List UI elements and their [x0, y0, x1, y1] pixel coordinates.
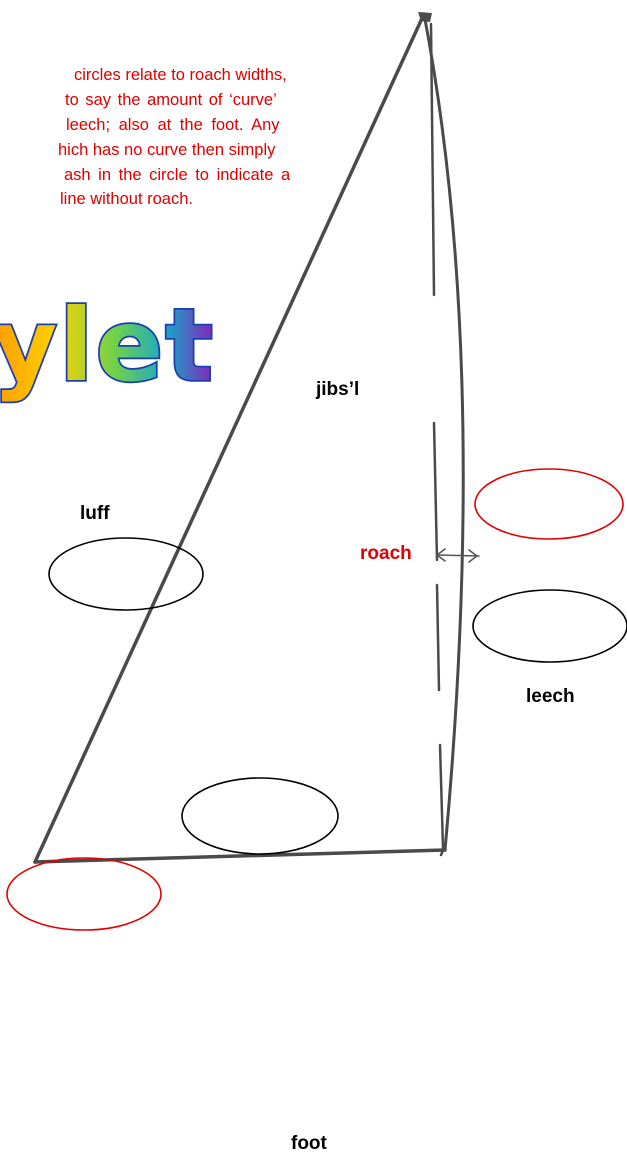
leech-straight-reference — [429, 22, 447, 857]
note-line-6: line without roach. — [60, 190, 193, 208]
foot-left-circle[interactable] — [6, 857, 162, 931]
brand-wordmark: ylet — [0, 287, 215, 404]
luff-circle[interactable] — [48, 537, 204, 611]
instruction-note: circles relate to roach widths, to say t… — [0, 64, 326, 224]
note-line-5: ash in the circle to indicate a — [64, 166, 291, 184]
luff-label: luff — [80, 503, 110, 524]
sail-foot-line — [33, 848, 447, 864]
sail-name-label: jibs’l — [316, 379, 360, 400]
foot-right-circle[interactable] — [181, 777, 339, 855]
note-line-4: hich has no curve then simply — [58, 141, 276, 159]
sail-head — [418, 12, 432, 22]
foot-label: foot — [291, 1133, 327, 1154]
note-line-3: leech; also at the foot. Any — [66, 116, 280, 134]
leech-label: leech — [526, 686, 575, 707]
roach-label: roach — [360, 543, 412, 564]
roach-arrow — [435, 548, 480, 563]
note-line-1: circles relate to roach widths, — [74, 66, 287, 84]
note-line-2: to say the amount of ‘curve’ — [65, 91, 277, 109]
sail-leech-line — [422, 12, 465, 852]
sail-luff-line — [33, 12, 426, 864]
leech-upper-circle[interactable] — [474, 468, 624, 540]
leech-circle[interactable] — [472, 589, 627, 663]
